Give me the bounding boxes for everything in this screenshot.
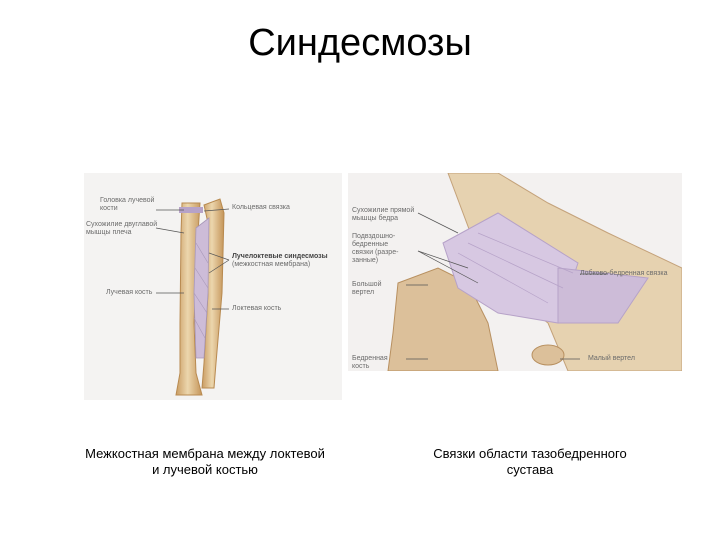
- annular-ligament: [179, 207, 203, 213]
- label-pubofemoral-ligament: Лобково-бедренная связка: [580, 270, 668, 277]
- page-title: Синдесмозы: [248, 22, 472, 64]
- label-radius: Лучевая кость: [106, 289, 153, 296]
- label-ulna: Локтевая кость: [232, 305, 282, 312]
- lesser-trochanter: [531, 344, 565, 366]
- label-annular-ligament: Кольцевая связка: [232, 204, 290, 211]
- pubofemoral-ligament: [557, 267, 649, 324]
- label-lesser-trochanter: Малый вертел: [588, 355, 635, 362]
- label-radioulnar-syndesmoses: Лучелоктевые синдесмозы: [232, 253, 328, 260]
- forearm-drawing: [155, 198, 230, 396]
- hip-drawing: [387, 173, 682, 371]
- label-interosseous-membrane: (межкостная мембрана): [232, 261, 311, 268]
